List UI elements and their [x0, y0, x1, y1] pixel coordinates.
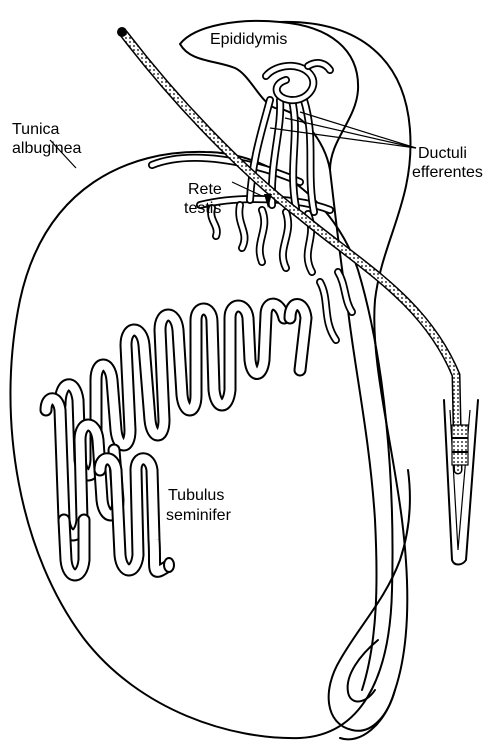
label-albuginea: albuginea	[12, 140, 82, 157]
label-seminifer: seminifer	[166, 507, 232, 524]
label-efferentes: efferentes	[412, 164, 483, 181]
syringe-connector	[444, 400, 478, 565]
epididymis-coil	[266, 63, 330, 100]
leader-ductuli-3	[300, 112, 416, 148]
epididymis-body	[280, 22, 411, 739]
label-testis: testis	[184, 200, 221, 217]
label-rete: Rete	[188, 181, 222, 198]
label-ductuli: Ductuli	[418, 145, 467, 162]
vas-deferens-loop	[329, 470, 410, 731]
vas-deferens-loop-inner	[348, 640, 378, 702]
label-tubulus: Tubulus	[168, 487, 224, 504]
label-epididymis: Epididymis	[210, 31, 287, 48]
seminiferous-tubules	[46, 304, 306, 575]
cannula-tip	[117, 27, 127, 37]
label-tunica: Tunica	[12, 121, 60, 138]
